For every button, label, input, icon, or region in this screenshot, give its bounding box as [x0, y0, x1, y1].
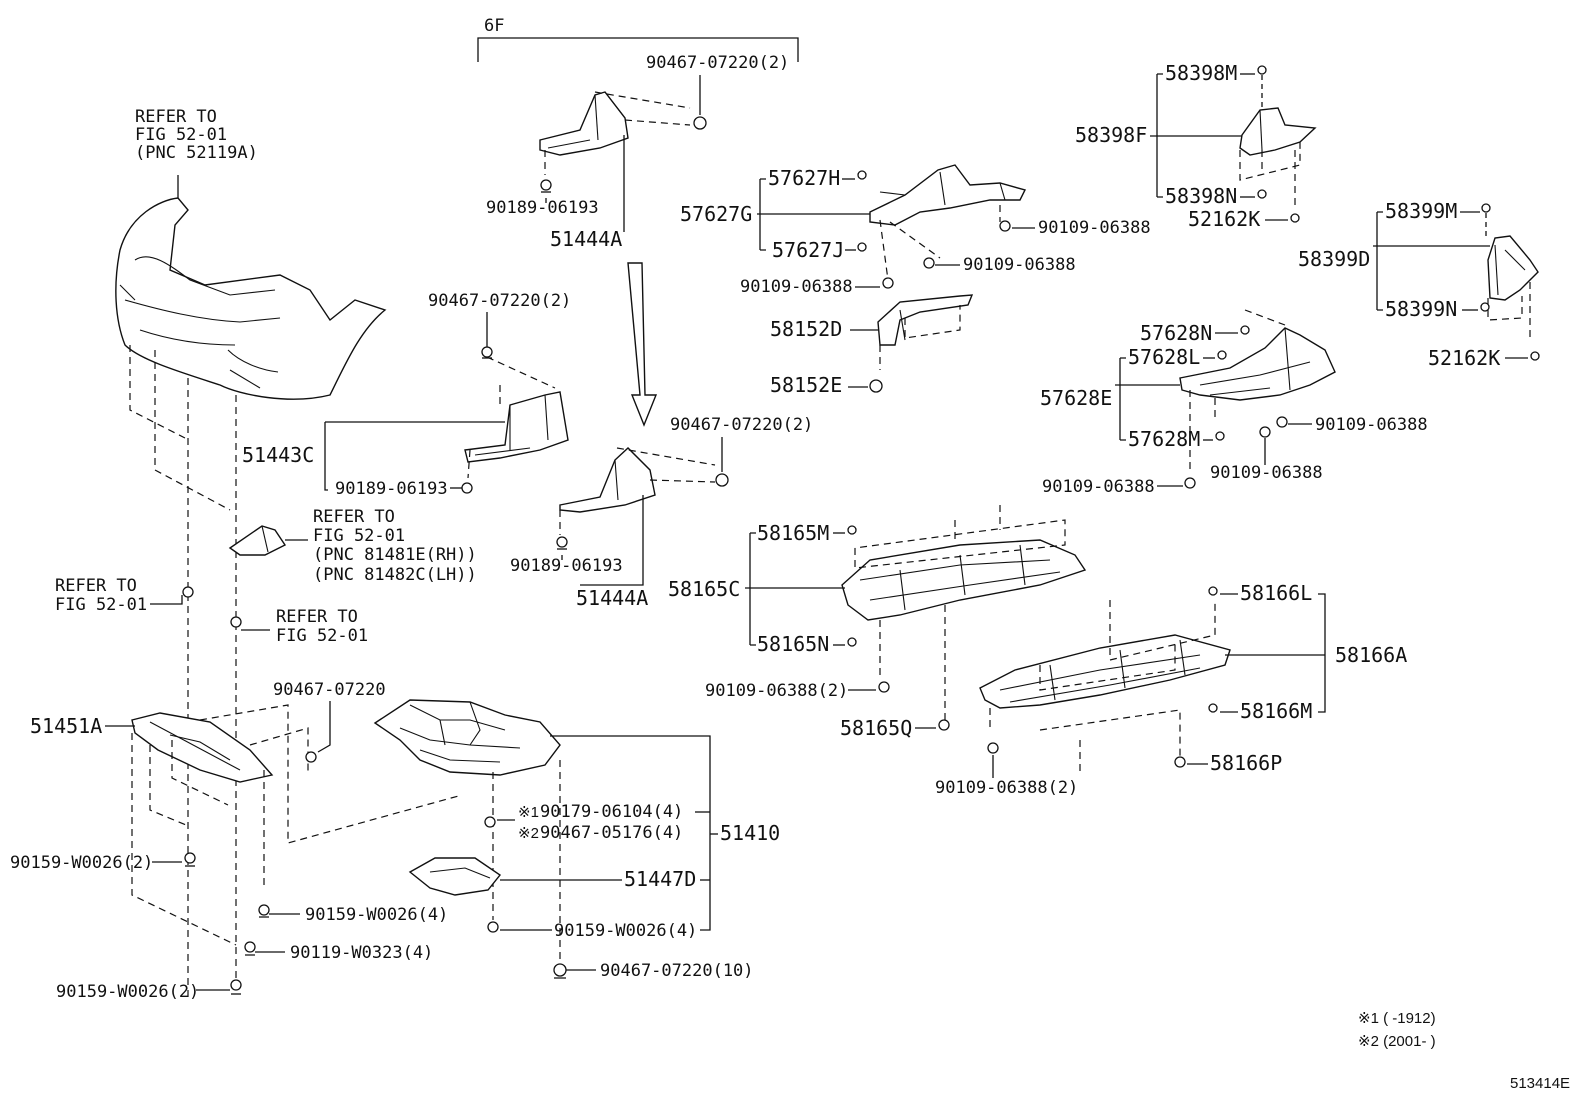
part-51447d: [408, 857, 502, 896]
label-58166m: 58166M: [1240, 699, 1312, 723]
label-58399d: 58399D: [1298, 247, 1370, 271]
label-90159-w0026-2-b: 90159-W0026(2): [56, 982, 199, 1002]
label-6f: 6F: [484, 16, 504, 36]
part-58399d: [1487, 235, 1539, 340]
label-90189-06193-a: 90189-06193: [486, 198, 599, 218]
label-fig-52-01-2: FIG 52-01: [313, 526, 405, 546]
label-90109-06388-f: 90109-06388: [1042, 477, 1155, 497]
label-57628m: 57628M: [1128, 427, 1200, 451]
label-90467-07220-10: 90467-07220(10): [600, 961, 754, 981]
label-pnc-52119a: (PNC 52119A): [135, 143, 258, 163]
label-90179-06104-4: 90179-06104(4): [540, 802, 683, 822]
label-58152d: 58152D: [770, 317, 842, 341]
label-90109-06388-d: 90109-06388: [1315, 415, 1428, 435]
label-90159-w0026-4-a: 90159-W0026(4): [305, 905, 448, 925]
label-58165n: 58165N: [757, 632, 829, 656]
label-58166p: 58166P: [1210, 751, 1282, 775]
label-58398n: 58398N: [1165, 184, 1237, 208]
group-6f-bracket: 6F: [477, 16, 799, 62]
part-51451a: [131, 704, 463, 946]
label-51444a-b: 51444A: [576, 586, 648, 610]
label-pnc-81481e: (PNC 81481E(RH)): [313, 545, 477, 565]
label-58165q: 58165Q: [840, 716, 912, 740]
label-58398m: 58398M: [1165, 61, 1237, 85]
part-51444a-top: [539, 91, 691, 175]
label-refer-to-2: REFER TO: [313, 507, 395, 527]
note-1: ※1 ( -1912): [1358, 1010, 1436, 1027]
part-57627g: [869, 164, 1027, 281]
label-90109-06388-2-a: 90109-06388(2): [705, 681, 848, 701]
label-fig-52-01-1: FIG 52-01: [135, 125, 227, 145]
note-2: ※2 (2001- ): [1358, 1033, 1436, 1050]
label-57628n: 57628N: [1140, 321, 1212, 345]
label-90119-w0323-4: 90119-W0323(4): [290, 943, 433, 963]
label-90467-07220-2-c: 90467-07220(2): [670, 415, 813, 435]
part-51410: [373, 699, 561, 965]
diagram-id: 513414E: [1510, 1075, 1570, 1092]
label-57628l: 57628L: [1128, 345, 1200, 369]
label-90159-w0026-2-a: 90159-W0026(2): [10, 853, 153, 873]
label-90467-07220-2-b: 90467-07220(2): [428, 291, 571, 311]
label-90189-06193-c: 90189-06193: [510, 556, 623, 576]
label-90467-07220: 90467-07220: [273, 680, 386, 700]
direction-arrow: [627, 262, 658, 427]
label-51444a-a: 51444A: [550, 227, 622, 251]
label-refer-to-4: REFER TO: [276, 607, 358, 627]
label-58398f: 58398F: [1075, 123, 1147, 147]
label-fig-52-01-3: FIG 52-01: [55, 595, 147, 615]
part-58166a: [979, 600, 1231, 775]
label-90189-06193-b: 90189-06193: [335, 479, 448, 499]
label-57627g: 57627G: [680, 202, 752, 226]
label-90109-06388-b: 90109-06388: [963, 255, 1076, 275]
label-fig-52-01-4: FIG 52-01: [276, 626, 368, 646]
label-58152e: 58152E: [770, 373, 842, 397]
label-51443c: 51443C: [242, 443, 314, 467]
label-mark-1: ※1: [518, 804, 539, 821]
label-pnc-81482c: (PNC 81482C(LH)): [313, 565, 477, 585]
part-51443c: [464, 356, 569, 479]
part-57628e: [1179, 309, 1336, 470]
label-52162k-b: 52162K: [1428, 346, 1500, 370]
label-90467-05176-4: 90467-05176(4): [540, 823, 683, 843]
label-58166a: 58166A: [1335, 643, 1407, 667]
label-90159-w0026-4-b: 90159-W0026(4): [554, 921, 697, 941]
part-58165c: [841, 505, 1087, 720]
part-bracket-81481e: [228, 525, 308, 556]
part-58152d: [877, 294, 974, 370]
front-bumper: [115, 175, 387, 400]
label-90109-06388-e: 90109-06388: [1210, 463, 1323, 483]
label-51410: 51410: [720, 821, 780, 845]
label-refer-to-3: REFER TO: [55, 576, 137, 596]
part-58398f: [1239, 107, 1317, 210]
label-58166l: 58166L: [1240, 581, 1312, 605]
label-57627h: 57627H: [768, 166, 840, 190]
label-58165m: 58165M: [757, 521, 829, 545]
part-51444a-middle: [559, 447, 716, 535]
label-51451a: 51451A: [30, 714, 102, 738]
label-90109-06388-a: 90109-06388: [1038, 218, 1151, 238]
label-58165c: 58165C: [668, 577, 740, 601]
label-mark-2: ※2: [518, 825, 539, 842]
label-52162k-a: 52162K: [1188, 207, 1260, 231]
label-90109-06388-c: 90109-06388: [740, 277, 853, 297]
label-refer-to-1: REFER TO: [135, 107, 217, 127]
label-58399n: 58399N: [1385, 297, 1457, 321]
label-57627j: 57627J: [772, 238, 844, 262]
label-57628e: 57628E: [1040, 386, 1112, 410]
label-58399m: 58399M: [1385, 199, 1457, 223]
label-90109-06388-2-b: 90109-06388(2): [935, 778, 1078, 798]
label-90467-07220-2-a: 90467-07220(2): [646, 53, 789, 73]
label-51447d: 51447D: [624, 867, 696, 891]
